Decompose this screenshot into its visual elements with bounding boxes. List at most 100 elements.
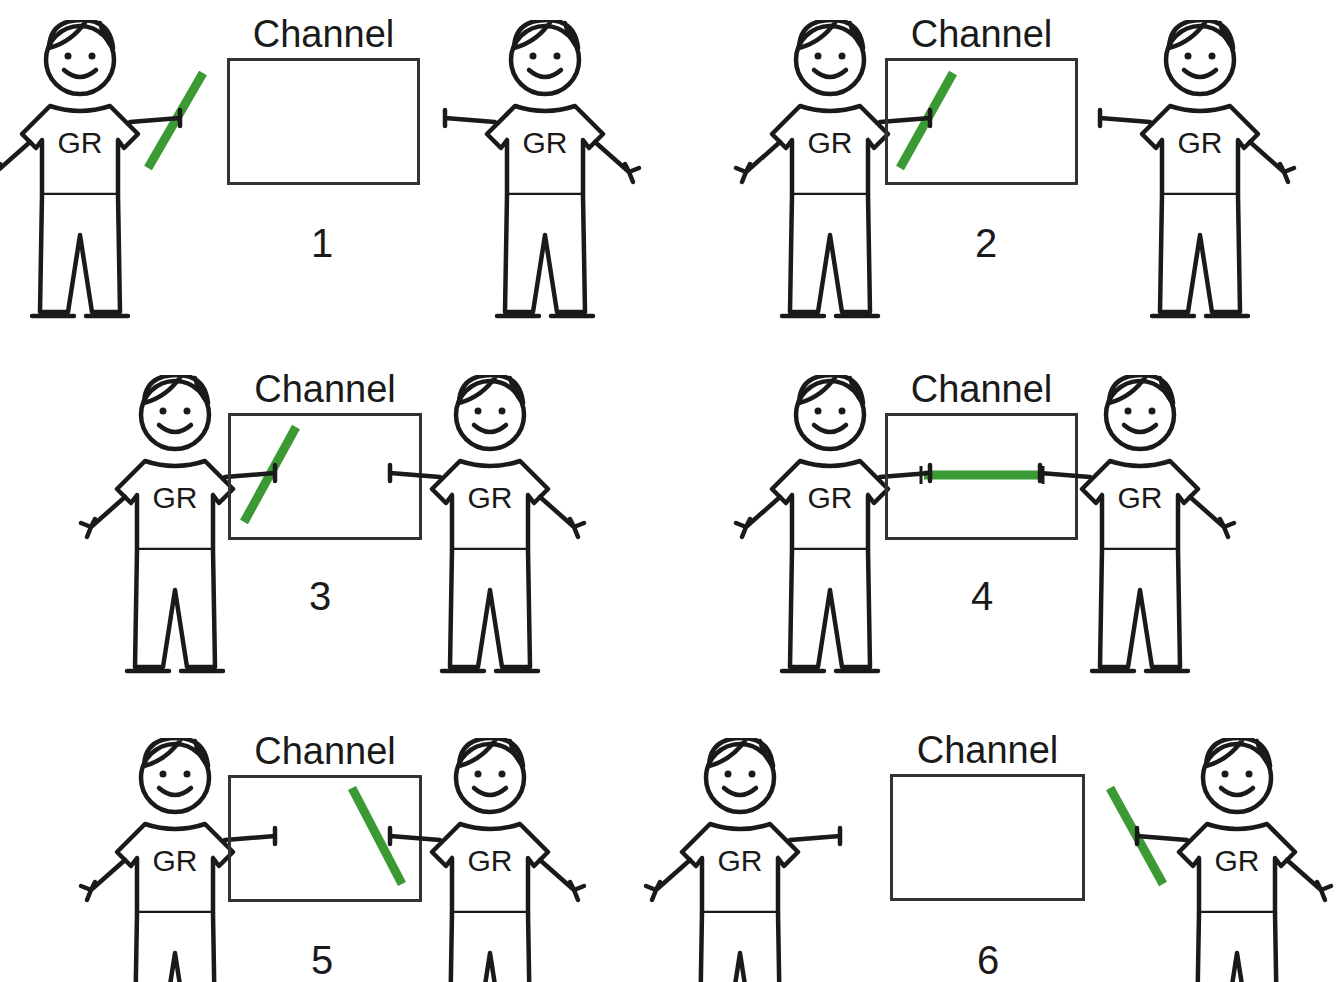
arm-out <box>130 110 180 126</box>
shirt-label: GR <box>1178 128 1223 158</box>
goroutine-figure: GR <box>370 375 610 665</box>
eye <box>554 53 561 60</box>
figure-outline <box>710 375 950 675</box>
eye <box>725 771 732 778</box>
arm-down <box>81 497 125 537</box>
eye <box>160 771 167 778</box>
body <box>646 824 840 982</box>
eye <box>184 408 191 415</box>
eye <box>184 771 191 778</box>
hair <box>799 375 863 403</box>
arm-out <box>445 110 495 126</box>
body <box>390 461 584 671</box>
arm-down <box>736 497 780 537</box>
eye <box>1185 53 1192 60</box>
goroutine-figure: GR <box>710 375 950 665</box>
feet <box>127 669 223 674</box>
eye <box>499 408 506 415</box>
hair <box>1169 20 1233 48</box>
feet <box>1092 669 1188 674</box>
eye <box>1209 53 1216 60</box>
stick-figure <box>736 20 930 316</box>
channel-box: Channel <box>890 774 1085 901</box>
figure-outline <box>55 375 295 675</box>
shirt <box>772 461 888 550</box>
shirt-label: GR <box>153 846 198 876</box>
figure-outline <box>370 375 610 675</box>
eye <box>475 771 482 778</box>
feet <box>497 314 593 319</box>
channel-box: Channel <box>228 775 422 902</box>
smile <box>1184 70 1216 77</box>
panel-number: 2 <box>975 223 997 263</box>
stick-figure <box>1100 20 1294 316</box>
channel-heading: Channel <box>253 15 395 53</box>
eye <box>839 408 846 415</box>
pants <box>790 195 870 312</box>
eye <box>475 408 482 415</box>
goroutine-figure: GR <box>1020 375 1260 665</box>
arm-down <box>0 142 30 182</box>
goroutine-figure: GR <box>425 20 665 310</box>
smile <box>814 425 846 432</box>
panel-number: 1 <box>311 223 333 263</box>
channel-heading: Channel <box>911 370 1053 408</box>
shirt <box>772 106 888 195</box>
arm-out <box>225 828 275 844</box>
hair <box>1109 375 1173 403</box>
pants <box>450 913 530 982</box>
hair <box>144 375 208 403</box>
arm-down <box>736 142 780 182</box>
goroutine-figure: GR <box>55 375 295 665</box>
eye <box>530 53 537 60</box>
shirt <box>1179 824 1295 913</box>
goroutine-figure: GR <box>710 20 950 310</box>
arm-down <box>1250 142 1294 182</box>
smile <box>814 70 846 77</box>
smile <box>159 788 191 795</box>
panel-number: 6 <box>977 940 999 980</box>
figure-outline <box>425 20 665 320</box>
goroutine-figure: GR <box>1080 20 1320 310</box>
smile <box>64 70 96 77</box>
stick-figure <box>81 375 275 671</box>
arm-out <box>390 465 440 481</box>
eye <box>749 771 756 778</box>
shirt-label: GR <box>718 846 763 876</box>
smile <box>1124 425 1156 432</box>
hair <box>799 20 863 48</box>
arm-out <box>1040 465 1090 481</box>
arm-out <box>1100 110 1150 126</box>
smile <box>529 70 561 77</box>
arm-out <box>790 828 840 844</box>
eye <box>1222 771 1229 778</box>
stick-figure <box>736 375 930 671</box>
stick-figure <box>0 20 180 316</box>
hair <box>459 375 523 403</box>
pants <box>505 195 585 312</box>
shirt <box>1082 461 1198 550</box>
value-stick <box>924 471 1040 480</box>
stick-figure <box>390 375 584 671</box>
body <box>1137 824 1331 982</box>
pants <box>135 550 215 667</box>
hair <box>709 738 773 766</box>
body <box>736 461 930 671</box>
eye <box>1149 408 1156 415</box>
smile <box>159 425 191 432</box>
body <box>1040 461 1234 671</box>
shirt <box>1142 106 1258 195</box>
channel-heading: Channel <box>254 370 396 408</box>
hair <box>514 20 578 48</box>
smile <box>724 788 756 795</box>
goroutine-figure: GR <box>0 20 200 310</box>
body <box>81 461 275 671</box>
feet <box>782 314 878 319</box>
shirt-label: GR <box>523 128 568 158</box>
hair <box>459 738 523 766</box>
arm-out <box>225 465 275 481</box>
eye <box>499 771 506 778</box>
body <box>390 824 584 982</box>
eye <box>815 408 822 415</box>
